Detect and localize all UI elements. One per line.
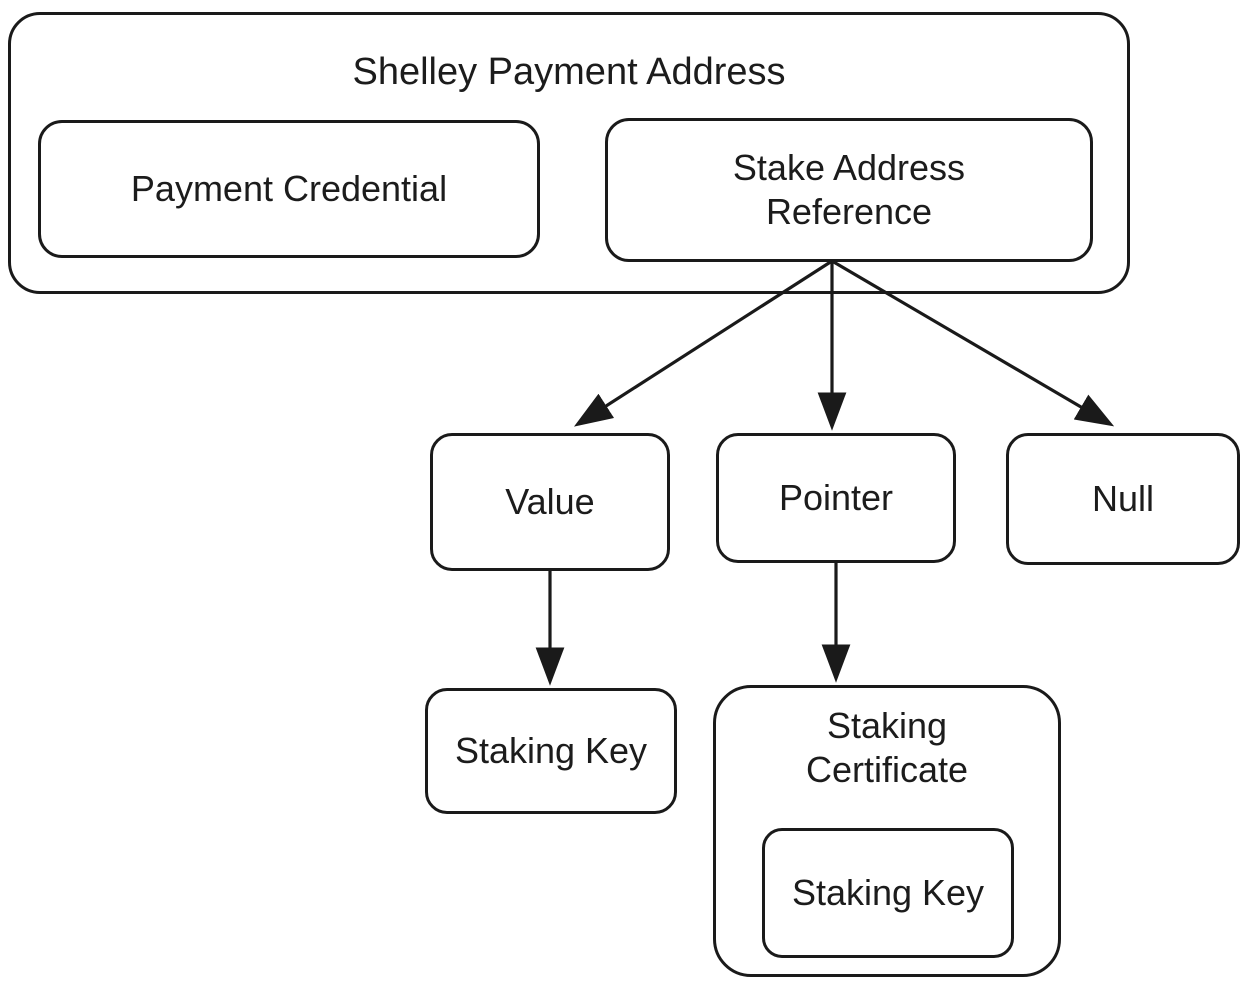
node-staking-key-nested-label: Staking Key — [791, 872, 985, 914]
node-null: Null — [1006, 433, 1240, 565]
node-pointer: Pointer — [716, 433, 956, 563]
node-staking-key-nested: Staking Key — [762, 828, 1014, 958]
node-value-label: Value — [505, 481, 595, 523]
node-staking-certificate-label: Staking Certificate — [805, 705, 969, 790]
node-staking-key: Staking Key — [425, 688, 677, 814]
node-stake-address-reference-label: Stake Address Reference — [732, 147, 966, 232]
node-payment-credential: Payment Credential — [38, 120, 540, 258]
node-stake-address-reference: Stake Address Reference — [605, 118, 1093, 262]
node-payment-credential-label: Payment Credential — [130, 168, 448, 210]
node-null-label: Null — [1091, 478, 1154, 520]
node-value: Value — [430, 433, 670, 571]
node-shelley-payment-address-label: Shelley Payment Address — [352, 51, 786, 93]
node-pointer-label: Pointer — [778, 477, 894, 519]
node-staking-key-label: Staking Key — [454, 730, 648, 772]
